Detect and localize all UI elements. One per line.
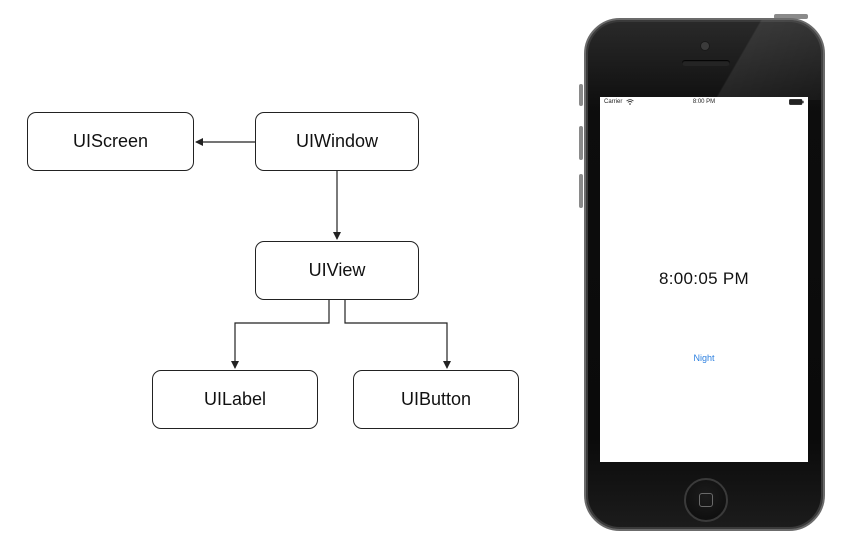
- node-label: UIButton: [400, 389, 472, 409]
- status-carrier: Carrier: [604, 99, 623, 105]
- status-bar: Carrier 8:00 PM: [600, 97, 808, 109]
- earpiece-speaker: [682, 60, 730, 66]
- node-label: UIScreen: [72, 131, 149, 151]
- night-button[interactable]: Night: [693, 353, 715, 363]
- node-uibutton: UIButton: [353, 370, 519, 429]
- node-label: UIView: [308, 260, 366, 280]
- home-button[interactable]: [684, 478, 728, 522]
- node-label: UIWindow: [295, 131, 379, 151]
- home-square-icon: [699, 493, 713, 507]
- front-camera-icon: [701, 42, 709, 50]
- node-uilabel: UILabel: [152, 370, 318, 429]
- status-time: 8:00 PM: [692, 99, 716, 105]
- volume-down-button: [579, 174, 583, 208]
- edge-uiview-to-uibutton: [344, 300, 451, 369]
- edge-uiview-to-uilabel: [231, 300, 330, 369]
- time-label: 8:00:05 PM: [659, 269, 749, 288]
- iphone-mockup: Carrier 8:00 PM 8:00:05 PM Night: [584, 18, 825, 531]
- node-label: UILabel: [203, 389, 267, 409]
- node-uiscreen: UIScreen: [27, 112, 194, 171]
- volume-up-button: [579, 126, 583, 160]
- node-uiview: UIView: [255, 241, 419, 300]
- battery-icon: [789, 99, 804, 105]
- diagram-connectors: [195, 138, 451, 369]
- sleep-wake-button: [774, 14, 808, 19]
- node-uiwindow: UIWindow: [255, 112, 419, 171]
- phone-screen: Carrier 8:00 PM 8:00:05 PM Night: [600, 97, 808, 462]
- wifi-icon: [626, 99, 634, 105]
- mute-switch: [579, 84, 583, 106]
